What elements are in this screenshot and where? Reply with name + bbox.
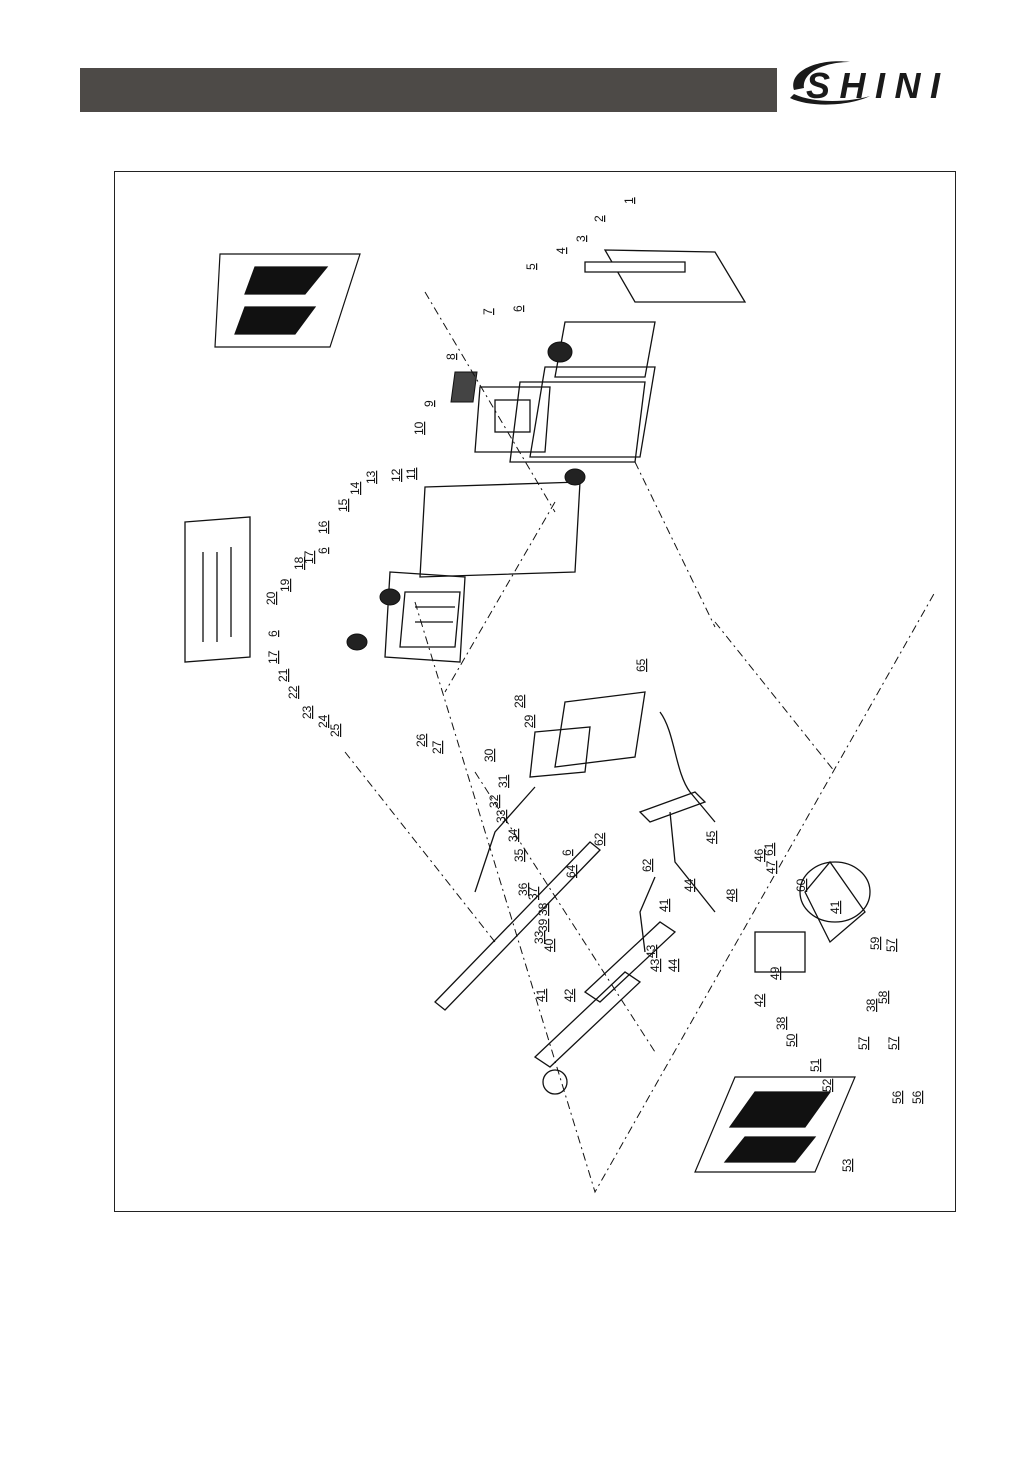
part-label-43: 43 xyxy=(648,958,662,972)
part-label-51: 51 xyxy=(808,1058,822,1072)
part-label-29: 29 xyxy=(522,714,536,728)
part-label-21: 21 xyxy=(276,668,290,682)
part-label-26: 26 xyxy=(414,733,428,747)
part-label-2: 2 xyxy=(592,215,606,222)
part-label-30: 30 xyxy=(482,748,496,762)
part-label-53: 53 xyxy=(840,1158,854,1172)
part-label-32: 32 xyxy=(487,794,501,808)
part-label-42: 42 xyxy=(562,988,576,1002)
shini-logo: SHINI xyxy=(780,50,950,120)
side-panel-left xyxy=(185,517,250,662)
part-label-8: 8 xyxy=(444,353,458,360)
part-label-27: 27 xyxy=(430,740,444,754)
part-label-10: 10 xyxy=(412,421,426,435)
part-label-11: 11 xyxy=(404,467,418,480)
part-label-19: 19 xyxy=(278,578,292,592)
part-label-56: 56 xyxy=(890,1090,904,1104)
part-label-34: 34 xyxy=(506,828,520,842)
part-label-1: 1 xyxy=(622,197,636,204)
part-label-59: 59 xyxy=(868,936,882,950)
part-label-17: 17 xyxy=(266,650,280,664)
part-label-4: 4 xyxy=(554,247,568,254)
part-label-6: 6 xyxy=(316,547,330,554)
part-label-45: 45 xyxy=(704,830,718,844)
part-label-61: 61 xyxy=(762,842,776,856)
part-label-9: 9 xyxy=(422,400,436,407)
part-label-47: 47 xyxy=(764,860,778,874)
side-panel-top xyxy=(585,250,745,302)
part-label-16: 16 xyxy=(316,520,330,534)
heater-44 xyxy=(535,922,675,1067)
part-label-62: 62 xyxy=(592,832,606,846)
part-label-44: 44 xyxy=(666,958,680,972)
part-label-44: 44 xyxy=(682,878,696,892)
fitting-48 xyxy=(543,1070,567,1094)
part-label-28: 28 xyxy=(512,694,526,708)
part-label-6: 6 xyxy=(560,849,574,856)
part-label-57: 57 xyxy=(884,938,898,952)
part-label-14: 14 xyxy=(348,481,362,495)
tank-cover xyxy=(530,322,655,457)
part-label-64: 64 xyxy=(564,864,578,878)
louver-panel-top xyxy=(215,254,360,347)
control-panel-8 xyxy=(451,372,477,402)
part-label-37: 37 xyxy=(526,886,540,900)
part-label-22: 22 xyxy=(286,685,300,699)
part-label-6: 6 xyxy=(266,630,280,637)
part-label-12: 12 xyxy=(389,468,403,482)
part-label-18: 18 xyxy=(292,556,306,570)
part-label-48: 48 xyxy=(724,888,738,902)
part-label-25: 25 xyxy=(328,723,342,737)
part-label-35: 35 xyxy=(512,848,526,862)
part-label-38: 38 xyxy=(536,902,550,916)
part-label-20: 20 xyxy=(264,591,278,605)
header-bar xyxy=(80,68,777,112)
part-label-57: 57 xyxy=(856,1036,870,1050)
part-label-52: 52 xyxy=(820,1078,834,1092)
part-label-6: 6 xyxy=(511,305,525,312)
part-label-41: 41 xyxy=(657,898,671,912)
part-label-41: 41 xyxy=(828,900,842,914)
part-label-50: 50 xyxy=(784,1033,798,1047)
part-label-7: 7 xyxy=(481,308,495,315)
tank-60 xyxy=(530,692,645,777)
part-label-40: 40 xyxy=(542,938,556,952)
part-label-60: 60 xyxy=(794,878,808,892)
part-label-65: 65 xyxy=(634,658,648,672)
svg-text:SHINI: SHINI xyxy=(806,65,941,106)
part-label-33: 33 xyxy=(494,809,508,823)
part-label-38: 38 xyxy=(774,1016,788,1030)
control-box xyxy=(475,382,645,462)
part-label-39: 39 xyxy=(536,918,550,932)
part-label-58: 58 xyxy=(876,990,890,1004)
part-label-43: 43 xyxy=(644,944,658,958)
part-label-56: 56 xyxy=(910,1090,924,1104)
part-label-49: 49 xyxy=(768,966,782,980)
part-label-3: 3 xyxy=(574,235,588,242)
part-label-31: 31 xyxy=(496,774,510,788)
part-label-41: 41 xyxy=(534,988,548,1002)
part-label-42: 42 xyxy=(752,993,766,1007)
part-label-57: 57 xyxy=(886,1036,900,1050)
part-label-13: 13 xyxy=(364,470,378,484)
part-label-23: 23 xyxy=(300,705,314,719)
part-label-5: 5 xyxy=(524,263,538,270)
part-label-62: 62 xyxy=(640,858,654,872)
part-label-15: 15 xyxy=(336,498,350,512)
main-frame xyxy=(385,482,580,662)
exploded-view-diagram: 1234567891011121314151661718192061721222… xyxy=(115,172,957,1213)
